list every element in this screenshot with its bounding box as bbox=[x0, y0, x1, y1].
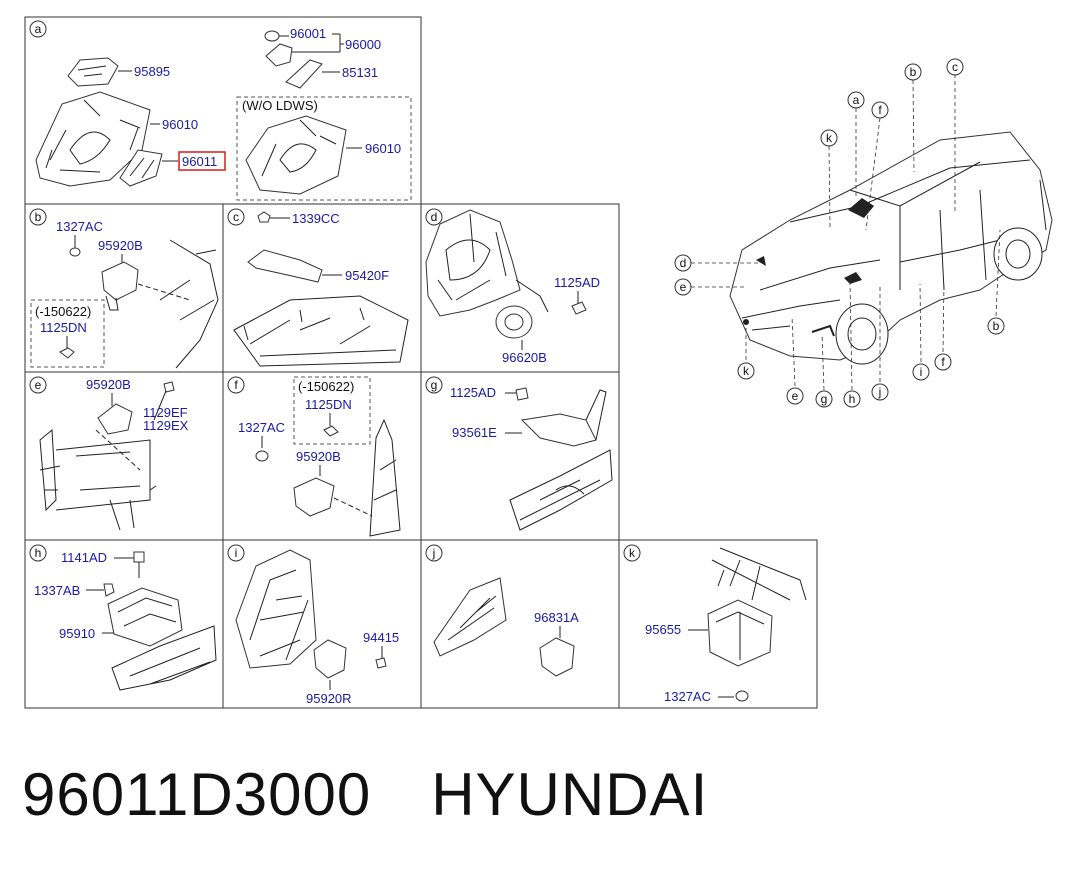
section-letter-e: e bbox=[35, 378, 42, 392]
caption-part-number: 96011D3000 bbox=[22, 761, 372, 828]
section-i: i 94415 95920R bbox=[227, 544, 399, 706]
section-f: f (-150622) 1125DN 1327AC 95920B bbox=[227, 376, 401, 537]
car-overview: a b c d e f g h i j k b k e f bbox=[674, 58, 1053, 408]
label-1125ad-g: 1125AD bbox=[450, 385, 496, 400]
callout-k-top: k bbox=[826, 131, 833, 145]
label-95655: 95655 bbox=[645, 622, 681, 637]
label-1337ab: 1337AB bbox=[34, 583, 80, 598]
section-j: j 96831A bbox=[425, 544, 579, 677]
label-96620b: 96620B bbox=[502, 350, 547, 365]
label-95920b-b: 95920B bbox=[98, 238, 143, 253]
sensor-95920b-f-shape bbox=[293, 477, 335, 517]
label-94415: 94415 bbox=[363, 630, 399, 645]
callout-leaders bbox=[691, 74, 1001, 391]
section-b: b 1327AC 95920B (-150622) 1125DN bbox=[29, 208, 219, 369]
label-1125dn-f: 1125DN bbox=[305, 397, 352, 412]
label-1125ad-d: 1125AD bbox=[554, 275, 600, 290]
callout-k-bottom: k bbox=[743, 364, 750, 378]
label-95910: 95910 bbox=[59, 626, 95, 641]
label-1125dn-b: 1125DN bbox=[40, 320, 87, 335]
label-note-b: (-150622) bbox=[35, 304, 91, 319]
label-1327ac-k: 1327AC bbox=[664, 689, 711, 704]
label-wo-ldws: (W/O LDWS) bbox=[242, 98, 318, 113]
sensor-95920b-b-shape bbox=[101, 261, 139, 301]
callout-b-top: b bbox=[910, 65, 917, 79]
highlight-96011 bbox=[178, 151, 226, 171]
section-letter-i: i bbox=[235, 546, 238, 560]
callout-h: h bbox=[849, 392, 856, 406]
section-a: a 95895 96010 96011 96001 96000 85131 bbox=[29, 20, 412, 201]
label-95920r: 95920R bbox=[306, 691, 352, 706]
label-85131: 85131 bbox=[342, 65, 378, 80]
callout-f-bottom: f bbox=[941, 355, 945, 369]
cover-96010b-shape bbox=[245, 115, 347, 195]
camera-96000-shape bbox=[265, 43, 293, 67]
label-96000: 96000 bbox=[345, 37, 381, 52]
label-95920b-e: 95920B bbox=[86, 377, 131, 392]
grid-frame bbox=[24, 16, 818, 709]
callout-g: g bbox=[821, 392, 828, 406]
section-d: d 1125AD 96620B bbox=[425, 208, 600, 365]
section-c: c 1339CC 95420F bbox=[227, 208, 409, 367]
section-letter-j: j bbox=[432, 546, 436, 560]
label-96010-a: 96010 bbox=[162, 117, 198, 132]
section-letter-c: c bbox=[233, 210, 239, 224]
cover-96010-shape bbox=[35, 91, 151, 187]
label-95920b-f: 95920B bbox=[296, 449, 341, 464]
label-93561e: 93561E bbox=[452, 425, 497, 440]
cover-95895-shape bbox=[67, 57, 119, 87]
callout-circles: a b c d e f g h i j k b k e f bbox=[674, 58, 1005, 408]
callout-e-bottom: e bbox=[792, 389, 799, 403]
callout-i: i bbox=[920, 365, 923, 379]
bracket-96011-shape bbox=[119, 149, 163, 187]
section-letter-f: f bbox=[234, 378, 238, 392]
label-1129ex: 1129EX bbox=[143, 418, 189, 433]
callout-e-left: e bbox=[680, 280, 687, 294]
sensor-95920b-e-shape bbox=[97, 403, 133, 435]
wo-ldws-box bbox=[236, 96, 412, 201]
callout-f-top: f bbox=[878, 103, 882, 117]
label-1327ac-b: 1327AC bbox=[56, 219, 103, 234]
callout-a: a bbox=[853, 93, 860, 107]
callout-d: d bbox=[680, 256, 687, 270]
caption: 96011D3000 HYUNDAI bbox=[22, 760, 708, 829]
bracket-85131-shape bbox=[285, 59, 323, 89]
label-1141ad: 1141AD bbox=[61, 550, 107, 565]
section-letter-g: g bbox=[431, 378, 438, 392]
label-96831a: 96831A bbox=[534, 610, 579, 625]
label-1129ef: 1129EF bbox=[143, 405, 188, 420]
harness-93561e-shape bbox=[520, 413, 597, 447]
sensor-95420f-shape bbox=[247, 249, 323, 283]
section-letter-h: h bbox=[35, 546, 42, 560]
callout-j: j bbox=[878, 385, 882, 399]
panel-j-shape bbox=[433, 577, 507, 657]
section-h: h 1141AD 1337AB 95910 bbox=[29, 544, 217, 691]
callout-b-right: b bbox=[993, 319, 1000, 333]
label-96011: 96011 bbox=[182, 154, 217, 169]
section-k: k 95655 1327AC bbox=[623, 544, 807, 704]
label-95895: 95895 bbox=[134, 64, 170, 79]
section-g: g 1125AD 93561E bbox=[425, 376, 613, 531]
label-95420f: 95420F bbox=[345, 268, 389, 283]
label-1339cc: 1339CC bbox=[292, 211, 340, 226]
label-1327ac-f: 1327AC bbox=[238, 420, 285, 435]
sensor-95920r-shape bbox=[313, 639, 347, 679]
section-e: e 95920B 1129EF 1129EX bbox=[29, 376, 189, 531]
section-letter-a: a bbox=[35, 22, 42, 36]
sensor-96831a-shape bbox=[539, 637, 575, 677]
lens-cap-shape bbox=[264, 30, 280, 42]
frame-d-shape bbox=[425, 209, 521, 317]
section-letter-d: d bbox=[431, 210, 438, 224]
module-95910-shape bbox=[107, 587, 183, 647]
section-letter-b: b bbox=[35, 210, 42, 224]
callout-c: c bbox=[952, 60, 958, 74]
label-96001: 96001 bbox=[290, 26, 326, 41]
door-i-shape bbox=[235, 549, 317, 669]
label-note-f: (-150622) bbox=[298, 379, 354, 394]
caption-brand: HYUNDAI bbox=[431, 761, 709, 828]
section-letter-k: k bbox=[629, 546, 636, 560]
horn-96620b-shape bbox=[495, 305, 533, 339]
label-96010-b: 96010 bbox=[365, 141, 401, 156]
